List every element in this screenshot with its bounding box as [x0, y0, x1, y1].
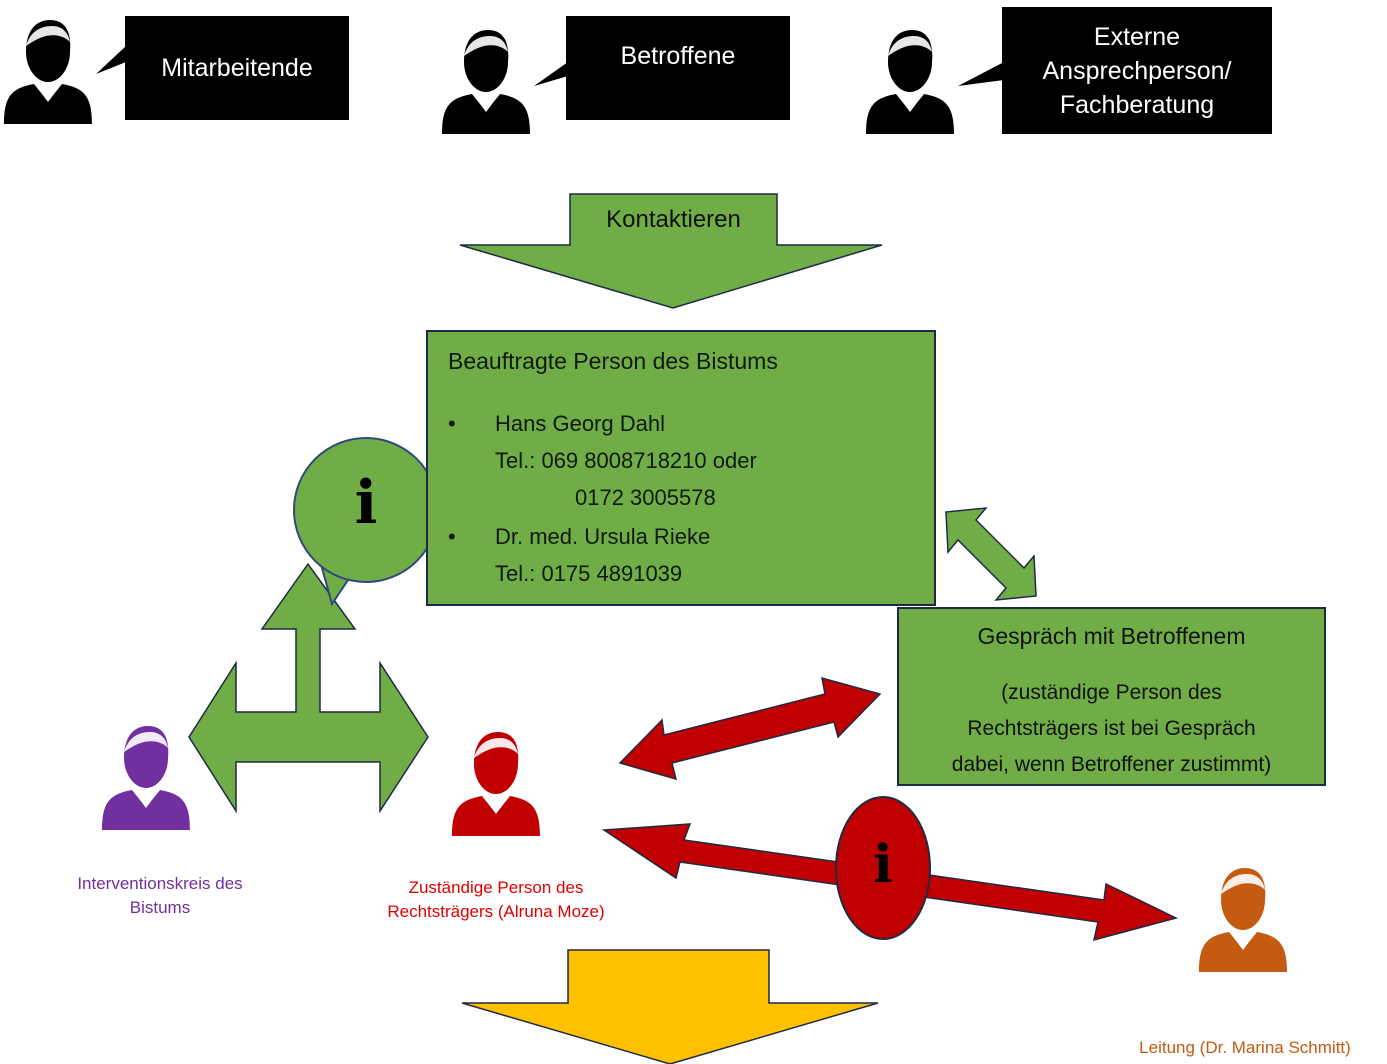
red-info-circle	[835, 796, 931, 940]
caption-leitung: Leitung (Dr. Marina Schmitt)	[1110, 1036, 1380, 1060]
person-phone: Tel.: 069 8008718210 oder	[495, 448, 757, 473]
label-line: Externe	[1093, 22, 1181, 51]
label-line: Mitarbeitende	[161, 54, 313, 82]
beauftragte-box: Beauftragte Person des Bistums • Hans Ge…	[426, 330, 936, 606]
actor-betroffene	[442, 16, 790, 134]
caption-zustaendige: Zuständige Person des Rechtsträgers (Alr…	[356, 876, 636, 924]
red-double-arrow-upper	[618, 676, 882, 781]
person-icon-zustaendige	[452, 732, 540, 836]
actor-mitarbeitende	[4, 16, 349, 124]
label-line: Ansprechperson/	[1042, 56, 1232, 85]
yellow-arrow	[461, 949, 879, 1064]
person-icon	[4, 20, 92, 124]
speech-tail	[96, 46, 126, 74]
gespraech-note-line: (zuständige Person des	[1001, 681, 1222, 704]
person-icon	[866, 30, 954, 134]
speech-box	[125, 16, 349, 120]
label-betroffene: Betroffene	[566, 16, 790, 96]
label-extern: Externe Ansprechperson/ Fachberatung	[1002, 7, 1272, 134]
gespraech-note-line: dabei, wenn Betroffener zustimmt)	[951, 753, 1272, 776]
caption-line: Interventionskreis des	[77, 874, 243, 893]
caption-interventionskreis: Interventionskreis des Bistums	[40, 872, 280, 920]
person-icon	[442, 30, 530, 134]
speech-tail	[534, 62, 568, 86]
bullet-icon: •	[448, 524, 456, 549]
info-icon: i	[873, 834, 893, 895]
person-icon-leitung	[1199, 868, 1287, 972]
bullet-icon: •	[448, 411, 456, 436]
actor-extern	[866, 7, 1272, 134]
caption-line: Rechtsträgers (Alruna Moze)	[387, 902, 605, 921]
gespraech-box: Gespräch mit Betroffenem (zuständige Per…	[897, 607, 1326, 786]
speech-box	[1002, 7, 1272, 134]
green-double-arrow	[945, 507, 1037, 601]
label-line: Betroffene	[620, 42, 736, 70]
person-name: Hans Georg Dahl	[495, 411, 665, 436]
label-line: Fachberatung	[1059, 90, 1215, 119]
person-phone: Tel.: 0175 4891039	[495, 561, 683, 586]
caption-line: Leitung (Dr. Marina Schmitt)	[1139, 1038, 1351, 1057]
label-mitarbeitende: Mitarbeitende	[125, 16, 349, 120]
three-way-arrow	[188, 562, 429, 814]
gespraech-title: Gespräch mit Betroffenem	[977, 623, 1246, 649]
contact-arrow	[459, 193, 883, 309]
info-icon: i	[354, 468, 378, 538]
person-icon-interventionskreis	[102, 726, 190, 830]
speech-tail	[958, 62, 1004, 86]
contact-arrow-label: Kontaktieren	[606, 206, 741, 233]
caption-line: Bistums	[129, 898, 191, 917]
person-phone: 0172 3005578	[575, 485, 716, 510]
speech-box	[566, 16, 790, 120]
beauftragte-title: Beauftragte Person des Bistums	[448, 348, 778, 374]
person-name: Dr. med. Ursula Rieke	[495, 524, 711, 549]
gespraech-note-line: Rechtsträgers ist bei Gespräch	[967, 717, 1256, 740]
caption-line: Zuständige Person des	[408, 878, 584, 897]
